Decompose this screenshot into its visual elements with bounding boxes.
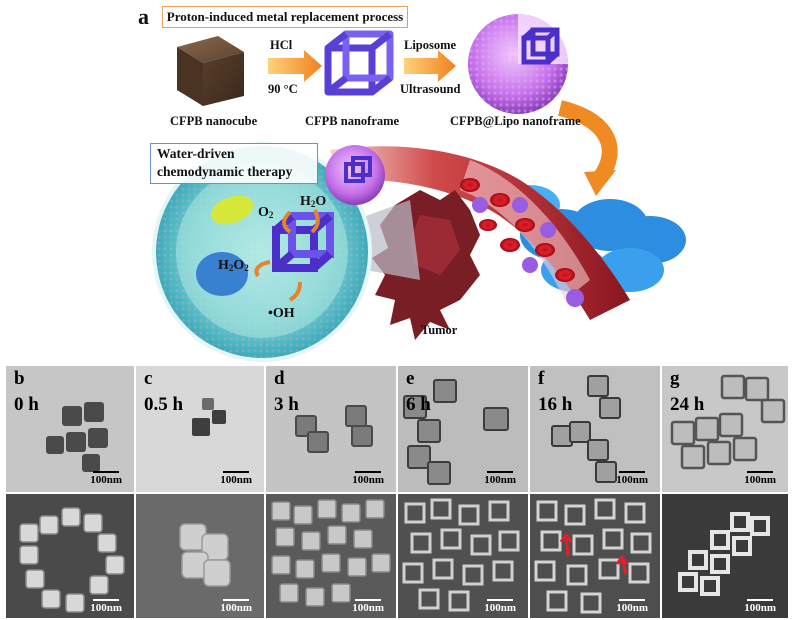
therapy-title-line1: Water-driven — [157, 146, 235, 161]
panel-c-scale-tem: 100nm — [220, 471, 252, 486]
panel-b-scale-sem: 100nm — [90, 599, 122, 614]
panel-c-time: 0.5 h — [144, 394, 184, 415]
tem-image-f — [530, 366, 660, 492]
arrow-2-icon — [404, 50, 456, 82]
panel-c-tem: c 0.5 h 100nm — [136, 366, 264, 492]
red-arrow-icon — [559, 532, 629, 575]
panel-e-time: 6 h — [406, 394, 431, 415]
microscopy-grid: b 0 h 100nm 100nm c 0.5 h 100nm — [6, 366, 788, 618]
nanoframe-illustration — [324, 30, 394, 96]
panel-c-sem: 100nm — [136, 494, 264, 618]
tumor-label: Tumor — [421, 323, 458, 337]
liposome-nanoframe-label: CFPB@Lipo nanoframe — [450, 114, 581, 128]
panel-g-scale-tem: 100nm — [744, 471, 776, 486]
arrow1-bottom-label: 90 °C — [268, 82, 298, 96]
panel-d-scale-tem: 100nm — [352, 471, 384, 486]
tem-image-c — [136, 366, 264, 492]
panel-d-tem: d 3 h 100nm — [266, 366, 396, 492]
sem-image-b — [6, 494, 134, 618]
panel-g-tem: g 24 h 100nm — [662, 366, 788, 492]
liposome-nanoframe-illustration — [468, 14, 568, 114]
therapy-title-box: Water-driven chemodynamic therapy — [150, 143, 318, 184]
panel-e-scale-sem: 100nm — [484, 599, 516, 614]
nanocube-label: CFPB nanocube — [170, 114, 258, 128]
schematic-panel-a: a Proton-induced metal replacement proce… — [138, 4, 686, 362]
panel-g-letter: g — [670, 368, 680, 389]
panel-f-scale-tem: 100nm — [616, 471, 648, 486]
panel-c-scale-sem: 100nm — [220, 599, 252, 614]
sem-image-e — [398, 494, 528, 618]
panel-f-time: 16 h — [538, 394, 573, 415]
nanoframe-label: CFPB nanoframe — [305, 114, 400, 128]
arrow1-top-label: HCl — [270, 38, 293, 52]
panel-d-time: 3 h — [274, 394, 299, 415]
panel-b-scale-tem: 100nm — [90, 471, 122, 486]
water-formula: H2O — [300, 194, 327, 209]
therapy-title-line2: chemodynamic therapy — [157, 164, 293, 179]
panel-d-letter: d — [274, 368, 285, 389]
panel-e-letter: e — [406, 368, 415, 389]
arrow2-bottom-label: Ultrasound — [400, 82, 461, 96]
process-title: Proton-induced metal replacement process — [162, 6, 408, 28]
panel-g-sem: 100nm — [662, 494, 788, 618]
panel-c-letter: c — [144, 368, 153, 389]
panel-d-sem: 100nm — [266, 494, 396, 618]
sem-image-f — [530, 494, 660, 618]
schematic-illustration — [152, 14, 686, 362]
curved-arrow-icon — [557, 100, 618, 183]
cell-illustration — [152, 142, 372, 362]
panel-f-scale-sem: 100nm — [616, 599, 648, 614]
panel-b-letter: b — [14, 368, 25, 389]
hydroxyl-formula: •OH — [268, 306, 295, 321]
sem-image-d — [266, 494, 396, 618]
panel-e-sem: 100nm — [398, 494, 528, 618]
peroxide-formula: H2O2 — [218, 258, 249, 273]
arrow2-top-label: Liposome — [404, 38, 457, 52]
panel-b-tem: b 0 h 100nm — [6, 366, 134, 492]
panel-f-sem: 100nm — [530, 494, 660, 618]
red-blood-cells — [460, 178, 584, 307]
sem-image-g — [662, 494, 788, 618]
nanocube-illustration — [177, 36, 244, 106]
sem-image-c — [136, 494, 264, 618]
panel-e-scale-tem: 100nm — [484, 471, 516, 486]
panel-b-time: 0 h — [14, 394, 39, 415]
panel-e-tem: e 6 h 100nm — [398, 366, 528, 492]
panel-b-sem: 100nm — [6, 494, 134, 618]
panel-f-letter: f — [538, 368, 545, 389]
panel-g-scale-sem: 100nm — [744, 599, 776, 614]
arrow-1-icon — [268, 50, 322, 82]
small-liposome-illustration — [325, 145, 385, 205]
panel-f-tem: f 16 h 100nm — [530, 366, 660, 492]
panel-a-letter: a — [138, 4, 149, 29]
panel-g-time: 24 h — [670, 394, 705, 415]
panel-d-scale-sem: 100nm — [352, 599, 384, 614]
oxygen-formula: O2 — [258, 205, 274, 220]
